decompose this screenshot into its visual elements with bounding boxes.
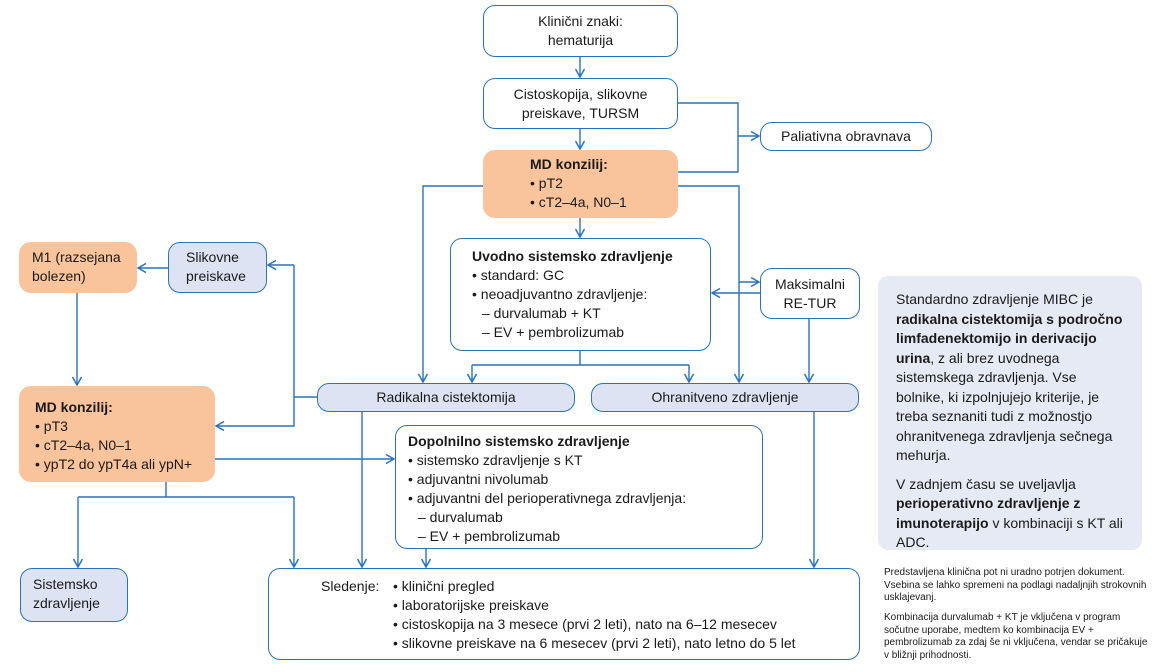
node-text: Cistoskopija, slikovne preiskave, TURSM (513, 85, 648, 121)
node-text: Ohranitveno zdravljenje (651, 389, 799, 405)
line-cisto-paliativna (678, 102, 739, 173)
node-sledenje: Sledenje: • klinični pregled • laborator… (268, 568, 860, 660)
md2-item: • pT3 (35, 418, 68, 434)
node-slikovne-preiskave: Slikovne preiskave (168, 242, 267, 293)
node-text: Paliativna obravnava (781, 128, 911, 144)
info-text: v kombinaciji s KT ali ADC. (896, 514, 1123, 551)
node-ohranitveno-zdravljenje: Ohranitveno zdravljenje (591, 383, 859, 412)
footnote-2: Kombinacija durvalumab + KT je vključena… (884, 612, 1154, 662)
node-text: Radikalna cistektomija (376, 389, 516, 405)
footnote-text: Kombinacija durvalumab + KT je vključena… (884, 612, 1148, 661)
dopolnilno-item: • sistemsko zdravljenje s KT (408, 452, 583, 468)
uvodno-item: – EV + pembrolizumab (482, 324, 625, 340)
info-text: Standardno zdravljenje MIBC je (896, 291, 1093, 307)
md1-item: • pT2 (530, 175, 563, 191)
info-bold: radikalna cistektomija s področno limfad… (896, 310, 1123, 366)
dopolnilno-item: – durvalumab (418, 509, 503, 525)
info-paragraph-2: V zadnjem času se uveljavlja perioperati… (896, 475, 1124, 553)
info-bold: perioperativno zdravljenje z imunoterapi… (896, 495, 1081, 531)
arrow-md1-radikalna (423, 185, 483, 382)
uvodno-title: Uvodno sistemsko zdravljenje (472, 248, 673, 264)
node-uvodno-zdravljenje: Uvodno sistemsko zdravljenje • standard:… (450, 238, 711, 351)
md2-item: • cT2–4a, N0–1 (35, 437, 132, 453)
node-dopolnilno-zdravljenje: Dopolnilno sistemsko zdravljenje • siste… (395, 425, 763, 549)
dopolnilno-item: • adjuvantni del perioperativnega zdravl… (408, 490, 687, 506)
info-paragraph-1: Standardno zdravljenje MIBC je radikalna… (896, 290, 1124, 466)
node-md-konzilij-1: MD konzilij: • pT2 • cT2–4a, N0–1 (483, 150, 678, 218)
sledenje-item: • klinični pregled (393, 578, 495, 594)
node-text: Slikovne preiskave (186, 249, 246, 284)
node-text: Maksimalni RE-TUR (774, 275, 845, 311)
node-md-konzilij-2: MD konzilij: • pT3 • cT2–4a, N0–1 • ypT2… (19, 386, 215, 482)
node-cistoskopija: Cistoskopija, slikovne preiskave, TURSM (483, 78, 678, 129)
node-paliativna: Paliativna obravnava (760, 122, 932, 151)
info-text: , z ali brez uvodnega sistemskega zdravl… (896, 349, 1113, 464)
uvodno-item: – durvalumab + KT (482, 305, 601, 321)
info-text: V zadnjem času se uveljavlja (896, 475, 1076, 492)
uvodno-item: • standard: GC (472, 267, 565, 283)
line-radikalna-left (293, 265, 317, 398)
dopolnilno-item: – EV + pembrolizumab (418, 528, 561, 544)
sledenje-item: • slikovne preiskave na 6 mesecev (prvi … (393, 635, 796, 651)
node-text: M1 (razsejana bolezen) (32, 249, 121, 284)
dopolnilno-item: • adjuvantni nivolumab (408, 471, 549, 487)
node-text: Sistemsko zdravljenje (33, 576, 100, 611)
node-m1: M1 (razsejana bolezen) (19, 242, 137, 293)
sledenje-item: • laboratorijske preiskave (393, 597, 549, 613)
arrow-to-md2 (216, 397, 295, 426)
line-md2-split (78, 482, 294, 498)
md2-title: MD konzilij: (35, 399, 113, 415)
node-radikalna-cistektomija: Radikalna cistektomija (317, 383, 575, 412)
sledenje-item: • cistoskopija na 3 mesece (prvi 2 leti)… (393, 616, 777, 632)
uvodno-item: • neoadjuvantno zdravljenje: (472, 286, 648, 302)
arrow-md1-ohranitveno (678, 185, 739, 382)
footnote-1: Predstavljena klinična pot ni uradno pot… (884, 567, 1154, 605)
dopolnilno-title: Dopolnilno sistemsko zdravljenje (408, 433, 630, 449)
md2-item: • ypT2 do ypT4a ali ypN+ (35, 456, 193, 472)
node-sistemsko-zdravljenje: Sistemsko zdravljenje (20, 568, 128, 622)
md1-title: MD konzilij: (530, 156, 608, 172)
md1-item: • cT2–4a, N0–1 (530, 194, 627, 210)
node-klinicni-znaki: Klinični znaki: hematurija (483, 5, 678, 57)
node-maksimalni-re-tur: Maksimalni RE-TUR (760, 268, 860, 319)
line-uvodno-split (472, 351, 689, 366)
info-panel: Standardno zdravljenje MIBC je radikalna… (878, 276, 1142, 550)
footnote-text: Predstavljena klinična pot ni uradno pot… (884, 567, 1147, 603)
node-text: Klinični znaki: hematurija (538, 13, 623, 48)
sledenje-label: Sledenje: (321, 578, 380, 594)
